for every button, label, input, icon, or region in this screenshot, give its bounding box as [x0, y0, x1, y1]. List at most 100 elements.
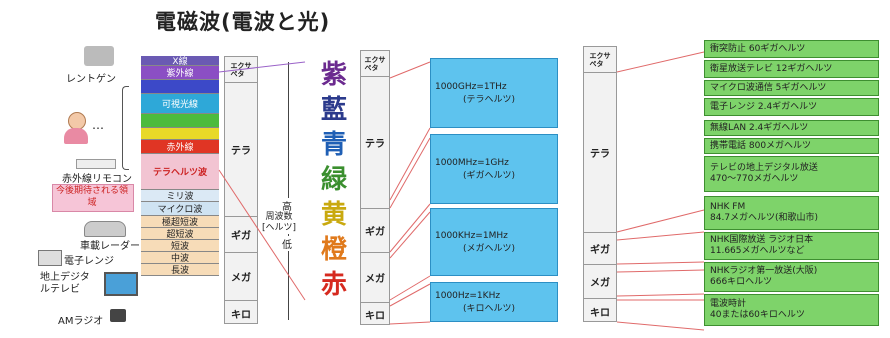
blue-box-giga-line1: 1000MHz=1GHz [435, 157, 509, 168]
visible-color-char: 赤 [320, 270, 347, 300]
usage-item-line1: 衝突防止 60ギガヘルツ [710, 43, 806, 54]
expected-area-label: 今後期待される領域 [55, 186, 128, 208]
freq-high: 高 [282, 198, 292, 213]
blue-box-mega-line2: (メガヘルツ) [463, 243, 516, 254]
unit-exa-2: エクサ ペタ [361, 51, 389, 77]
unit-mega-2: メガ [361, 253, 389, 303]
spectrum-band: 可視光線 [141, 94, 219, 114]
unit-column-1: エクサ ペタ テラ ギガ メガ キロ [224, 56, 258, 324]
tv-icon [104, 272, 138, 296]
unit-tera-2: テラ [361, 77, 389, 209]
usage-item-line2: 84.7メガヘルツ(和歌山市) [710, 213, 819, 223]
blue-box-tera-line1: 1000GHz=1THz [435, 81, 507, 92]
spectrum-band: 極超短波 [141, 216, 219, 228]
usage-item: NHKラジオ第一放送(大阪)666キロヘルツ [704, 262, 879, 292]
visible-bracket [122, 86, 129, 170]
unit-kilo: キロ [231, 309, 251, 321]
freq-low: 低 [282, 236, 292, 251]
usage-item-line1: 電子レンジ 2.4ギガヘルツ [710, 101, 818, 112]
unit-mega: メガ [225, 253, 257, 301]
unit-exa-3: エクサ ペタ [584, 47, 616, 73]
visible-color-char: 紫 [320, 60, 347, 90]
spectrum-band: 超短波 [141, 228, 219, 240]
spectrum-band: 短波 [141, 240, 219, 252]
unit-tera: テラ [225, 83, 257, 217]
blue-box-kilo: 1000Hz=1KHz(キロヘルツ) [430, 282, 558, 322]
unit-kilo-3: キロ [590, 307, 610, 319]
usage-item-line2: 40または60キロヘルツ [710, 310, 805, 320]
blue-box-giga-line2: (ギガヘルツ) [463, 170, 516, 181]
remote-icon [76, 159, 116, 169]
visible-color-char: 黄 [320, 200, 347, 230]
blue-box-tera: 1000GHz=1THz (テラヘルツ) [430, 58, 558, 128]
spectrum-band: ミリ波 [141, 190, 219, 202]
blue-box-giga: 1000MHz=1GHz (ギガヘルツ) [430, 134, 558, 204]
blue-box-mega: 1000KHz=1MHz (メガヘルツ) [430, 208, 558, 276]
person-icon [62, 112, 90, 144]
unit-column-3: エクサ ペタ テラ ギガ メガ キロ [583, 46, 617, 322]
freq-axis-line [288, 62, 289, 320]
visible-color-char: 橙 [320, 235, 347, 265]
spectrum-band [141, 114, 219, 128]
usage-item-line2: 11.665メガヘルツなど [710, 246, 805, 256]
usage-item-line1: 衛星放送テレビ 12ギガヘルツ [710, 63, 833, 74]
remote-label: 赤外線リモコン [62, 174, 132, 185]
usage-item-line1: 電波時計 [710, 299, 747, 309]
unit-mega-3: メガ [584, 265, 616, 299]
usage-item-line1: NHKラジオ第一放送(大阪) [710, 266, 818, 276]
connector-uv [218, 61, 306, 73]
freq-label: 周波数 [ヘルツ] [262, 212, 297, 234]
unit-kilo-2: キロ [365, 311, 385, 322]
spectrum-column: X線紫外線可視光線赤外線テラヘルツ波ミリ波マイクロ波極超短波超短波短波中波長波 [141, 56, 219, 276]
radio-icon [110, 309, 126, 322]
blue-box-kilo-line1: 1000Hz=1KHz [435, 290, 501, 301]
usage-item-line2: 666キロヘルツ [710, 277, 773, 287]
radar-label: 車載レーダー [80, 241, 140, 252]
usage-item: 無線LAN 2.4ギガヘルツ [704, 120, 879, 136]
usage-item: 電子レンジ 2.4ギガヘルツ [704, 98, 879, 116]
blue-box-mega-line1: 1000KHz=1MHz [435, 230, 508, 241]
spectrum-band: マイクロ波 [141, 202, 219, 216]
xray-label: レントゲン [66, 74, 116, 85]
usage-item-line2: 470〜770メガヘルツ [710, 174, 799, 184]
spectrum-band: X線 [141, 56, 219, 67]
usage-item-line1: 無線LAN 2.4ギガヘルツ [710, 122, 809, 133]
spectrum-band: 中波 [141, 252, 219, 264]
visible-color-char: 藍 [320, 95, 347, 125]
spectrum-band: 長波 [141, 264, 219, 276]
expected-area-box [52, 184, 134, 212]
usage-item-line1: マイクロ波通信 5ギガヘルツ [710, 82, 827, 93]
usage-item-line1: テレビの地上デジタル放送 [710, 163, 818, 173]
usage-item: 衛星放送テレビ 12ギガヘルツ [704, 60, 879, 78]
connector-ir [218, 169, 306, 301]
usage-item-line1: NHK FM [710, 202, 746, 212]
am-radio-label: AMラジオ [58, 316, 104, 327]
usage-item: 携帯電話 800メガヘルツ [704, 138, 879, 154]
microwave-icon [38, 250, 62, 266]
usage-item-line1: 携帯電話 800メガヘルツ [710, 140, 812, 151]
blue-box-tera-line2: (テラヘルツ) [463, 94, 516, 105]
spectrum-band [141, 128, 219, 140]
unit-exa: エクサ ペタ [225, 57, 257, 83]
xray-icon [84, 46, 114, 66]
page-title: 電磁波(電波と光) [155, 10, 331, 34]
visible-color-char: 緑 [320, 165, 347, 195]
spectrum-band: 赤外線 [141, 140, 219, 154]
usage-item: マイクロ波通信 5ギガヘルツ [704, 80, 879, 96]
unit-giga-3: ギガ [584, 233, 616, 265]
visible-color-list: 紫藍青緑黄橙赤 [318, 58, 350, 303]
digital-tv-label: 地上デジタルテレビ [40, 272, 90, 295]
unit-giga-2: ギガ [361, 209, 389, 253]
microwave-label: 電子レンジ [64, 256, 114, 267]
visible-color-char: 青 [320, 130, 347, 160]
spectrum-band: 紫外線 [141, 66, 219, 80]
unit-tera-3: テラ [584, 73, 616, 233]
spectrum-band [141, 80, 219, 94]
unit-column-2: エクサ ペタ テラ ギガ メガ キロ [360, 50, 390, 325]
usage-item-line1: NHK国際放送 ラジオ日本 [710, 235, 814, 245]
